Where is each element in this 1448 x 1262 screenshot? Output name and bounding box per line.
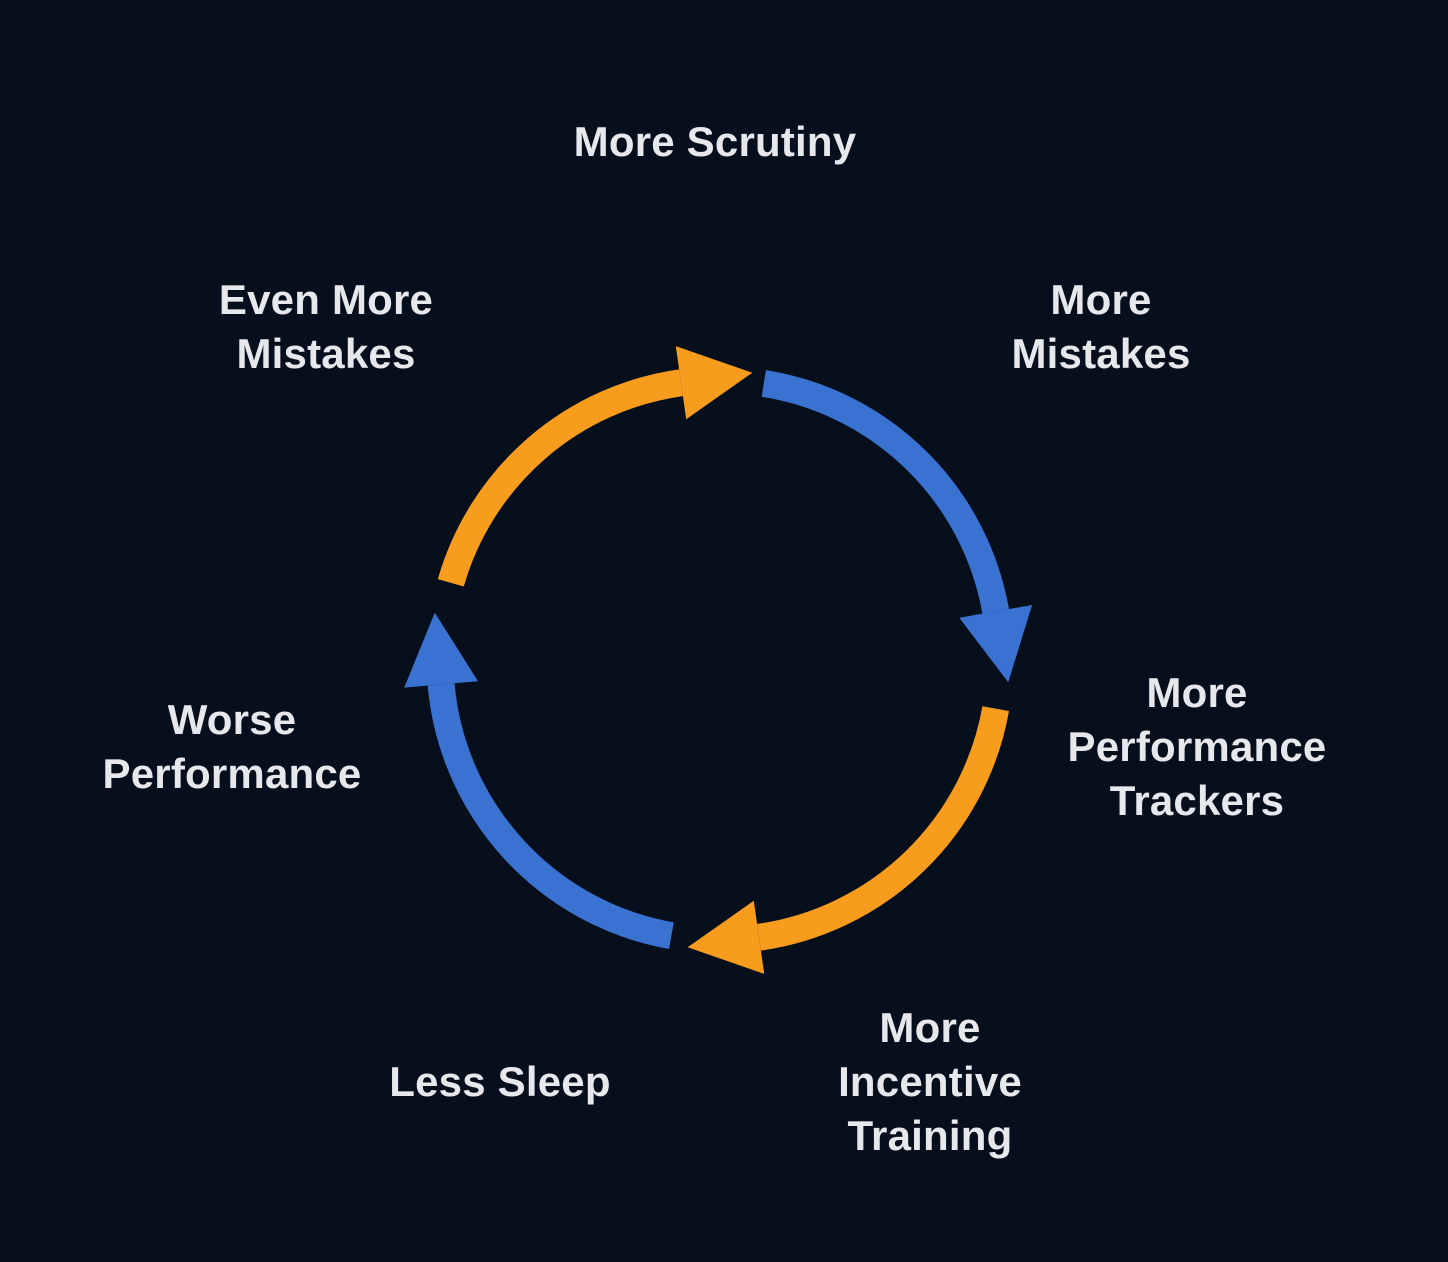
arrowhead-left-blue-icon (404, 612, 478, 688)
arrowhead-top-orange-icon (675, 346, 753, 420)
arrowhead-right-blue-icon (959, 605, 1033, 683)
label-more-incentive-training: More Incentive Training (838, 1004, 1022, 1159)
label-more-performance-trackers: More Performance Trackers (1067, 669, 1327, 824)
label-worse-performance: Worse Performance (102, 696, 362, 797)
arc-top-right-blue (761, 370, 1009, 614)
label-less-sleep: Less Sleep (389, 1058, 611, 1106)
label-more-mistakes: More Mistakes (1011, 276, 1191, 377)
arc-bottom-left-blue (427, 683, 674, 949)
label-more-scrutiny: More Scrutiny (573, 118, 857, 166)
arc-top-left-orange (437, 369, 683, 587)
arrowhead-bottom-orange-icon (687, 900, 765, 974)
label-even-more-mistakes: Even More Mistakes (218, 276, 434, 377)
arc-bottom-right-orange (757, 706, 1009, 951)
